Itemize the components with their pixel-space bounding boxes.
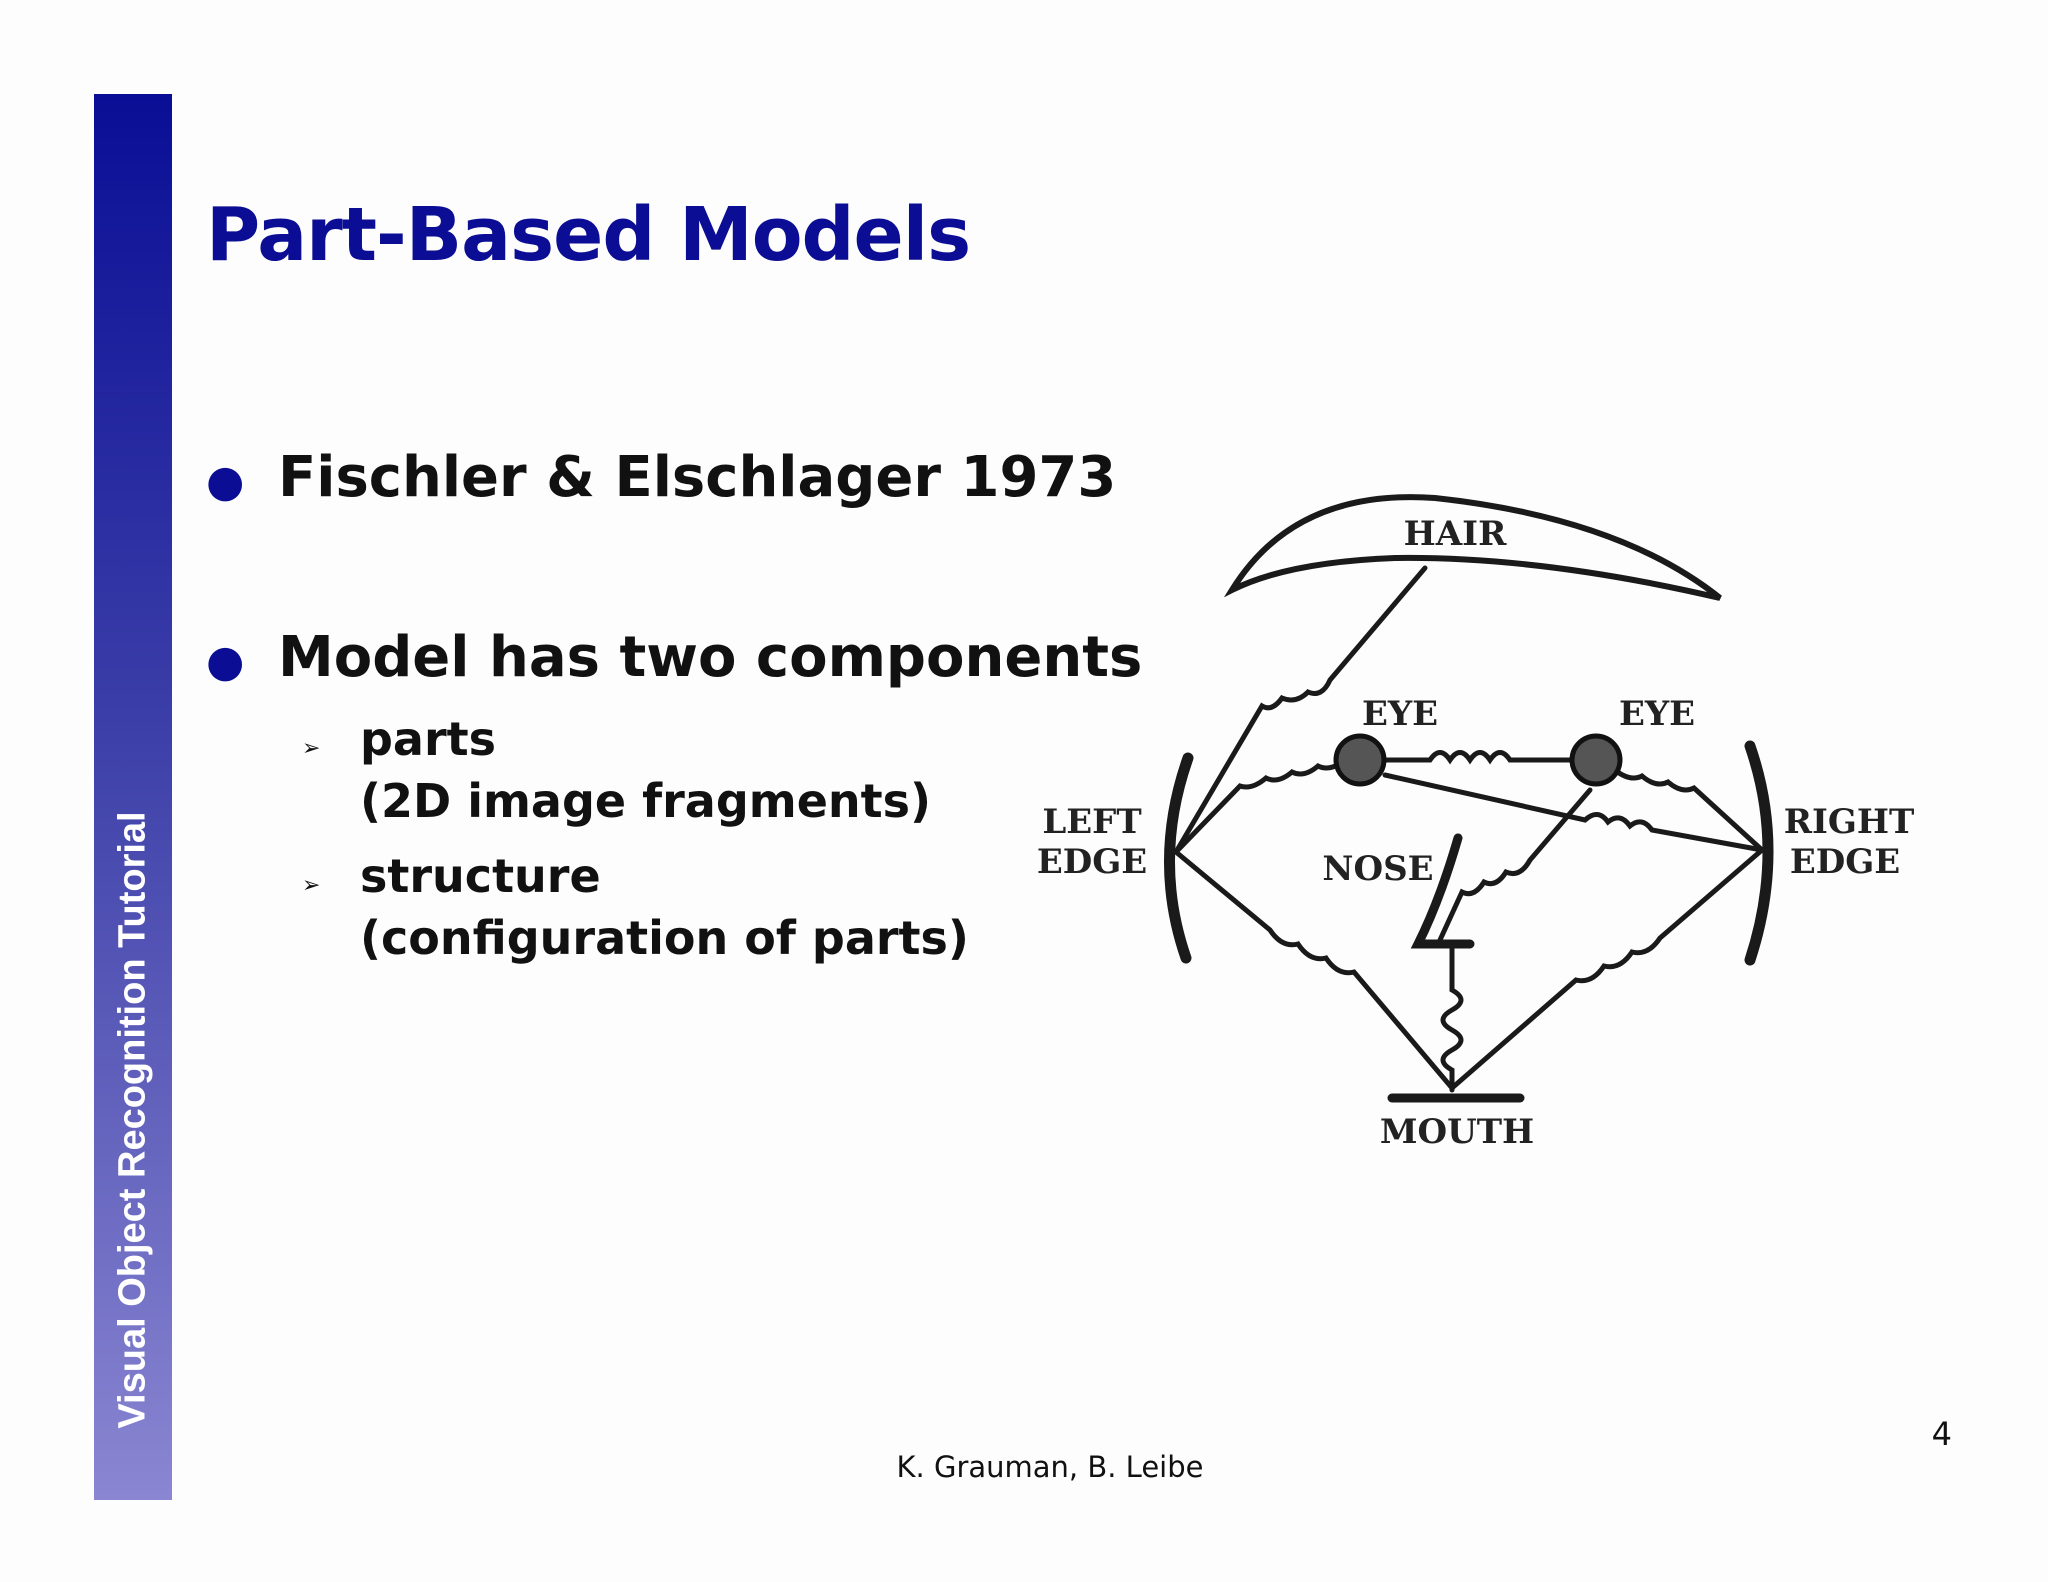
left-eye-label: EYE [1362, 694, 1438, 734]
subbullet-item: ➢ structure (configuration of parts) [302, 845, 969, 969]
spring-hair-leftedge [1173, 565, 1428, 855]
bullet-dot: ● [206, 636, 245, 687]
right-edge-label-line2: EDGE [1790, 842, 1900, 882]
bullet-text: Fischler & Elschlager 1973 [278, 445, 1117, 510]
mouth-label: MOUTH [1380, 1112, 1534, 1152]
footer-authors: K. Grauman, B. Leibe [896, 1450, 1204, 1484]
hair-part [1223, 494, 1722, 601]
spring-righteye-rightedge [1612, 767, 1765, 853]
bullet-dot: ● [206, 456, 245, 507]
spring-rightedge-mouth [1449, 847, 1765, 1091]
subbullet-line: (configuration of parts) [360, 911, 969, 965]
right-edge-label-line1: RIGHT [1784, 802, 1915, 842]
spring-lefteye-rightedge [1382, 772, 1765, 853]
left-edge-part [1164, 752, 1194, 964]
bullet-text: Model has two components [278, 625, 1143, 690]
subbullet-item: ➢ parts (2D image fragments) [302, 708, 931, 832]
left-edge-label-line2: EDGE [1037, 842, 1147, 882]
nose-part [1410, 833, 1475, 949]
right-eye-label: EYE [1619, 694, 1695, 734]
left-eye-part [1333, 733, 1387, 787]
spring-lefteye-leftedge [1173, 757, 1348, 855]
left-edge-label-line1: LEFT [1042, 802, 1141, 842]
spring-righteye-nose [1437, 787, 1593, 943]
page-number: 4 [1931, 1415, 1952, 1453]
bullet-item: ● Fischler & Elschlager 1973 [206, 445, 1116, 510]
bullet-item: ● Model has two components [206, 625, 1142, 690]
subbullet-line: structure [360, 849, 601, 903]
nose-label: NOSE [1322, 849, 1433, 889]
slide-title: Part-Based Models [206, 192, 971, 278]
spring-lefteye-righteye [1367, 750, 1573, 765]
sidebar-band [94, 94, 172, 1500]
right-edge-part [1744, 740, 1774, 966]
face-spring-diagram: HAIR EYE EYE LEFT EDGE RIGHT EDGE NOSE M… [1037, 494, 1915, 1152]
subbullet-line: parts [360, 712, 497, 766]
arrow-bullet-icon: ➢ [302, 873, 321, 898]
spring-leftedge-mouth [1173, 849, 1455, 1091]
right-eye-part [1569, 733, 1623, 787]
arrow-bullet-icon: ➢ [302, 736, 321, 761]
subbullet-line: (2D image fragments) [360, 774, 932, 828]
hair-label: HAIR [1404, 514, 1507, 554]
spring-nose-mouth [1440, 941, 1464, 1093]
sidebar-label: Visual Object Recognition Tutorial [111, 811, 154, 1429]
